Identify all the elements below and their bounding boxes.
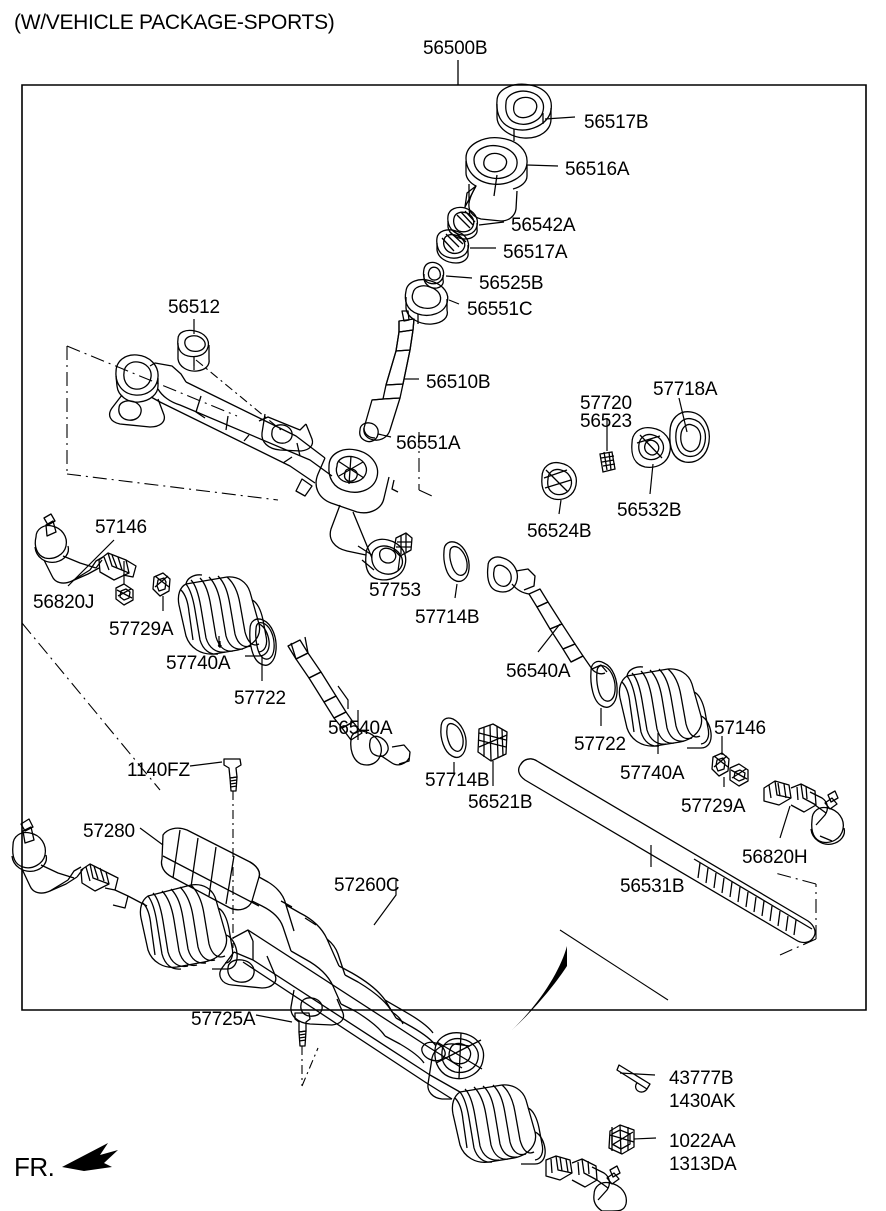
diagram-header-title: (W/VEHICLE PACKAGE-SPORTS) [14,11,335,34]
rack-assembly-lower [11,758,651,1211]
part-label-56525b: 56525B [479,273,544,294]
part-label-1022aa: 1022AA [669,1131,736,1152]
part-57146-left-shape [115,583,134,606]
part-label-57146-right: 57146 [714,718,766,739]
leader-lines-group-a [193,116,576,438]
leader-lines-group-c [67,539,222,648]
leader-lines-group-c2 [218,636,494,786]
part-label-56531b: 56531B [620,876,685,897]
part-label-56500b: 56500B [423,38,488,59]
part-56820h-shape [763,780,846,845]
part-label-57729a-right: 57729A [681,796,746,817]
part-label-56551a: 56551A [396,433,461,454]
bolt-dashed-lines [232,791,319,1087]
part-label-57720: 57720 [580,393,632,414]
part-label-57722-left: 57722 [234,688,286,709]
part-label-56521b: 56521B [468,792,533,813]
fr-direction-arrow-icon [62,1143,118,1171]
leader-lines-group-d [337,555,791,867]
part-label-56551c: 56551C [467,299,533,320]
part-57729a-right-shape [711,752,730,777]
part-label-57714b-lower: 57714B [425,770,490,791]
part-56524b-shape [541,461,578,501]
part-57740a-left-shape [177,574,270,657]
part-56540a-left-shape [287,636,411,766]
part-label-1140fz: 1140FZ [127,760,190,781]
part-label-43777b: 43777B [669,1068,734,1089]
part-57714b-lower-shape [440,717,467,759]
steering-column-assembly [359,83,552,443]
tie-rod-right-assembly [518,660,846,944]
part-label-56517a: 56517A [503,242,568,263]
part-label-57260c: 57260C [334,875,400,896]
diagram-border-box [21,84,867,1011]
reference-lines-lower-right [774,872,817,956]
part-label-57725a: 57725A [191,1009,256,1030]
part-label-57714b-upper: 57714B [415,607,480,628]
part-label-56523: 56523 [580,411,632,432]
part-56517b-shape [496,83,552,141]
part-56510b-shape [363,310,415,441]
part-57720-56523-shape [599,451,616,473]
leader-lines-group-b [558,397,688,515]
reference-lines-upper-left [66,345,279,501]
part-56517a-shape [436,229,470,264]
part-57714b-upper-shape [443,541,470,583]
part-label-57722-right: 57722 [574,734,626,755]
part-label-56820j: 56820J [33,592,95,613]
part-label-56820h: 56820H [742,847,808,868]
fr-direction-label: FR. [14,1152,55,1182]
part-57146-right-shape [729,763,749,787]
part-label-56510b: 56510B [426,372,491,393]
part-label-57729a-left: 57729A [109,619,174,640]
part-label-56540a-right: 56540A [506,661,571,682]
reference-lines-lower-left [21,622,161,791]
part-57729a-left-shape [152,572,171,597]
wedge-guide-line [559,929,669,1001]
part-label-1430ak: 1430AK [669,1091,736,1112]
part-57718a-shape [669,411,710,463]
part-57753-shape [393,532,413,557]
part-label-56517b: 56517B [584,112,649,133]
part-label-56516a: 56516A [565,159,630,180]
tie-rod-right-inner [393,532,608,675]
part-label-57146-left: 57146 [95,517,147,538]
part-56820j-shape [34,513,137,584]
part-57722-right-shape [590,660,618,708]
part-label-56524b: 56524B [527,521,592,542]
part-label-57740a-left: 57740A [166,653,231,674]
direction-indicator-wedge [512,946,567,1030]
part-56540a-right-shape [486,556,608,675]
part-label-57280: 57280 [83,821,135,842]
part-56525b-shape [422,261,445,289]
part-label-56542a: 56542A [511,215,576,236]
part-label-57718a: 57718A [653,379,718,400]
part-56516a-shape [464,137,528,222]
assembly-dashed-56512 [193,357,282,431]
part-56521b-shape [477,723,508,762]
tie-rod-left-assembly [34,513,508,766]
part-57740a-right-shape [618,666,712,749]
part-label-57740a-right: 57740A [620,763,685,784]
rack-housing-upper [109,329,407,581]
small-parts-right-cluster [541,411,710,501]
part-57722-left-shape [249,618,277,666]
part-56531b-shape [518,758,816,944]
part-label-57753: 57753 [369,580,421,601]
part-56532b-shape [631,426,671,469]
part-56551c-shape [404,278,449,325]
part-label-56512: 56512 [168,297,220,318]
leader-lines-group-e [139,761,657,1140]
part-label-56532b: 56532B [617,500,682,521]
part-label-56540a-left: 56540A [328,718,393,739]
reference-lines-upper-right [418,432,433,497]
part-label-1313da: 1313DA [669,1154,737,1175]
